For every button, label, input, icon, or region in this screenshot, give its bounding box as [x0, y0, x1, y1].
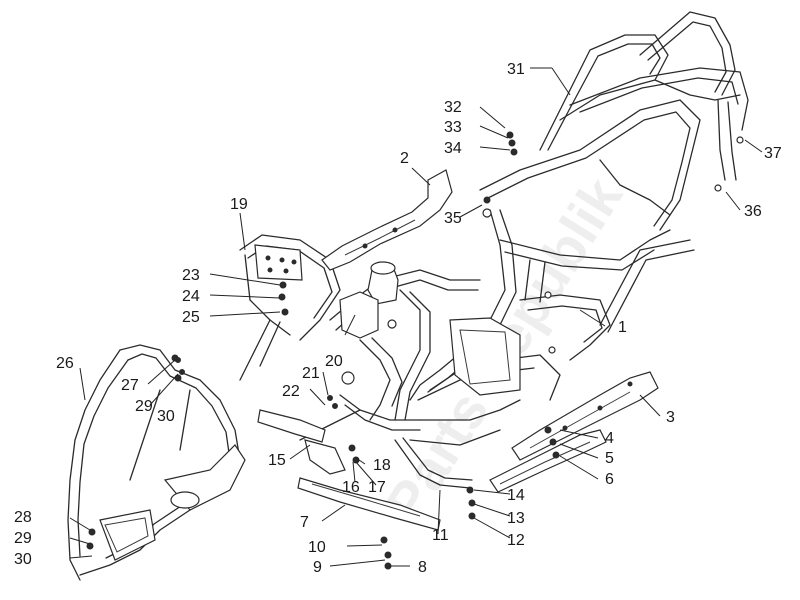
footboard-rail-left: [489, 429, 607, 493]
callout-33: 33: [444, 119, 462, 136]
callout-11: 11: [432, 527, 449, 544]
callout-labels: 1 2 3 4 5 6 7 8 9 10 11 12 13 14 15 16 1…: [14, 61, 782, 576]
fasteners: [175, 131, 560, 570]
callout-14: 14: [507, 487, 525, 504]
callout-36: 36: [744, 203, 762, 220]
callout-19: 19: [230, 196, 248, 213]
callout-20: 20: [325, 353, 343, 370]
callout-22: 22: [282, 383, 300, 400]
callout-2: 2: [400, 150, 409, 167]
callout-13: 13: [507, 510, 525, 527]
callout-9: 9: [313, 559, 322, 576]
callout-27: 27: [121, 377, 139, 394]
callout-5: 5: [605, 450, 614, 467]
leader-lines: [69, 67, 763, 567]
stand-bar: [394, 437, 473, 489]
callout-15: 15: [268, 452, 286, 469]
callout-21: 21: [302, 365, 320, 382]
callout-23: 23: [182, 267, 200, 284]
callout-24: 24: [182, 288, 200, 305]
callout-31: 31: [507, 61, 525, 78]
front-frame: [299, 261, 481, 441]
main-frame: [409, 99, 701, 446]
callout-7: 7: [300, 514, 309, 531]
callout-29-left: 29: [14, 530, 32, 547]
callout-17: 17: [368, 479, 386, 496]
callout-4: 4: [605, 430, 614, 447]
callout-35: 35: [444, 210, 462, 227]
callout-29-bumper: 29: [135, 398, 153, 415]
callout-16: 16: [342, 479, 360, 496]
callout-34: 34: [444, 140, 462, 157]
callout-1: 1: [618, 319, 627, 336]
front-bumper-frame: [67, 344, 246, 581]
rear-rack: [539, 11, 749, 192]
callout-8: 8: [418, 559, 427, 576]
callout-30-bumper: 30: [157, 408, 175, 425]
callout-32: 32: [444, 99, 462, 116]
footboard-rail-right: [511, 371, 659, 461]
callout-12: 12: [507, 532, 525, 549]
callout-28: 28: [14, 509, 32, 526]
callout-18: 18: [373, 457, 391, 474]
bracket-15: [257, 409, 346, 475]
callout-30-left: 30: [14, 551, 32, 568]
callout-10: 10: [308, 539, 326, 556]
callout-3: 3: [666, 409, 675, 426]
callout-6: 6: [605, 471, 614, 488]
callout-25: 25: [182, 309, 200, 326]
callout-26: 26: [56, 355, 74, 372]
side-rail-upper: [321, 169, 453, 271]
callout-37: 37: [764, 145, 782, 162]
